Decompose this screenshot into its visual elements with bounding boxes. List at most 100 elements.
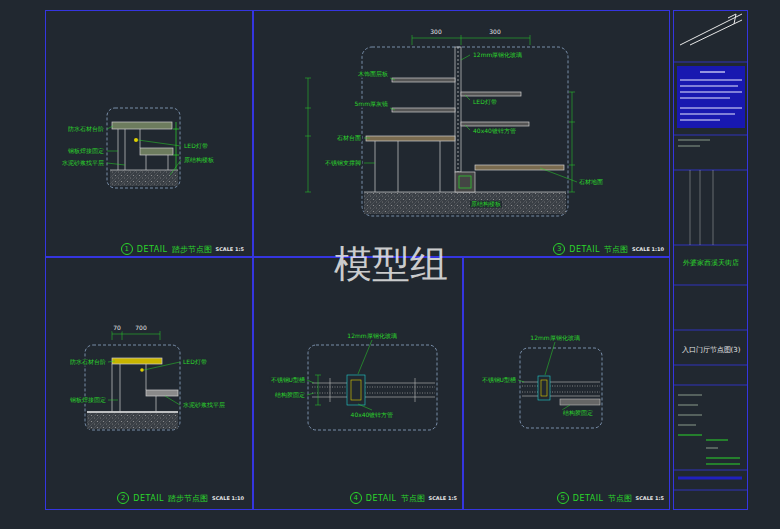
- detail-title: 踏步节点图: [168, 493, 208, 504]
- glass-joint-section: [415, 378, 416, 402]
- leader-line: [107, 126, 181, 175]
- annotation: 石材台面: [336, 135, 362, 142]
- scale-note: SCALE 1:5: [216, 246, 244, 252]
- dimension: 700: [134, 325, 147, 332]
- wall-section: [461, 92, 521, 96]
- stair-section: [112, 122, 172, 129]
- dimension: 70: [112, 325, 122, 332]
- detail-tag: DETAIL: [133, 494, 164, 503]
- glass-joint-section: [560, 399, 600, 405]
- annotation: 防水石材台阶: [67, 126, 105, 133]
- title-block-lines: [673, 330, 748, 331]
- company-band: [677, 66, 745, 128]
- dimension-line: [112, 334, 160, 335]
- detail-title: 节点图: [401, 493, 425, 504]
- title-block-fields: [706, 458, 740, 459]
- stair-section: [110, 122, 179, 186]
- title-block-lines: [673, 245, 748, 246]
- leader-line: [390, 78, 395, 80]
- wall-section: [398, 141, 399, 192]
- annotation: 12mm厚钢化玻璃: [346, 333, 397, 340]
- leader-line: [107, 163, 125, 165]
- leader-line: [545, 342, 555, 375]
- stair-section: [125, 129, 126, 170]
- detail-title: 节点图: [604, 244, 628, 255]
- callout-number: 3: [553, 243, 565, 255]
- logo: [680, 14, 742, 45]
- title-block-lines: [700, 170, 701, 245]
- detail-tag: DETAIL: [573, 494, 604, 503]
- sheet-title: 入口门厅节点图(3): [681, 345, 742, 355]
- leader-line: [107, 126, 113, 129]
- stair-section: [140, 368, 144, 372]
- dimension-line: [569, 192, 575, 193]
- stair-section: [140, 148, 173, 155]
- leader-line: [144, 362, 180, 370]
- annotation: 木饰面层板: [357, 71, 389, 78]
- wall-section: [475, 165, 564, 170]
- leader-line: [358, 340, 372, 374]
- stair-section: [134, 138, 138, 142]
- wall-section: [461, 122, 529, 126]
- viewport-outline: [520, 348, 602, 428]
- detail-panel: 1DETAIL踏步节点图SCALE 1:5: [45, 10, 253, 257]
- title-block-lines: [673, 62, 748, 63]
- stair-section: [156, 396, 157, 412]
- dimension-line: [112, 331, 160, 340]
- glass-joint-section: [330, 378, 331, 402]
- glass-joint-section: [318, 375, 319, 405]
- leader-line: [108, 361, 180, 405]
- stair-section: [140, 129, 141, 148]
- title-block-fields: [678, 415, 702, 416]
- annotation: 12mm厚钢化玻璃: [529, 335, 580, 342]
- stair-section: [168, 155, 169, 170]
- leader-line: [465, 95, 470, 100]
- dimension-line: [308, 78, 309, 192]
- annotation: 40x40镀锌方管: [472, 128, 517, 135]
- annotation: LED灯带: [183, 143, 209, 150]
- title-block-lines: [673, 365, 748, 366]
- annotation: 5mm厚灰镜: [353, 101, 389, 108]
- wall-section: [455, 47, 461, 172]
- leader-line: [307, 380, 314, 383]
- detail-panel: 2DETAIL踏步节点图SCALE 1:10: [45, 257, 253, 510]
- wall-section: [364, 192, 566, 214]
- leader-line: [465, 125, 470, 130]
- glass-joint-section: [315, 405, 321, 406]
- dimension-line: [569, 165, 575, 166]
- title-block-lines: [673, 490, 748, 491]
- dimension-line: [112, 331, 113, 340]
- annotation: 水泥砂浆找平层: [61, 160, 105, 167]
- leader-line: [461, 55, 470, 60]
- annotation: 原结构楼板: [183, 157, 215, 164]
- stair-section: [87, 358, 178, 429]
- scale-note: SCALE 1:5: [429, 495, 457, 501]
- detail-panel: 3DETAIL节点图SCALE 1:10: [253, 10, 670, 257]
- callout-number: 5: [557, 492, 569, 504]
- wall-section: [366, 136, 455, 141]
- panel-title: 3DETAIL节点图SCALE 1:10: [553, 243, 664, 255]
- title-block-fields: [678, 435, 702, 436]
- annotation: 不锈钢U型槽: [481, 377, 517, 384]
- leader-line: [307, 340, 372, 410]
- panel-title: 2DETAIL踏步节点图SCALE 1:10: [117, 492, 244, 504]
- company-band: [680, 113, 735, 114]
- wall-section: [440, 141, 441, 192]
- company-band: [680, 91, 742, 92]
- leader-line: [364, 55, 577, 182]
- title-block-lines: [690, 170, 691, 245]
- wall-section: [458, 47, 459, 172]
- annotation: 钢板焊接固定: [69, 397, 107, 404]
- leader-line: [165, 396, 180, 405]
- panel-title: 5DETAIL节点图SCALE 1:5: [557, 492, 664, 504]
- logo: [680, 14, 742, 45]
- dimension-line: [569, 92, 575, 93]
- title-block-lines: [673, 170, 748, 171]
- glass-joint-section: [312, 393, 435, 394]
- glass-joint-section: [522, 392, 600, 393]
- leader-line: [170, 160, 181, 175]
- stair-section: [146, 364, 147, 390]
- annotation: 12mm厚钢化玻璃: [472, 52, 523, 59]
- glass-joint-section: [312, 375, 435, 405]
- glass-joint-section: [351, 380, 361, 400]
